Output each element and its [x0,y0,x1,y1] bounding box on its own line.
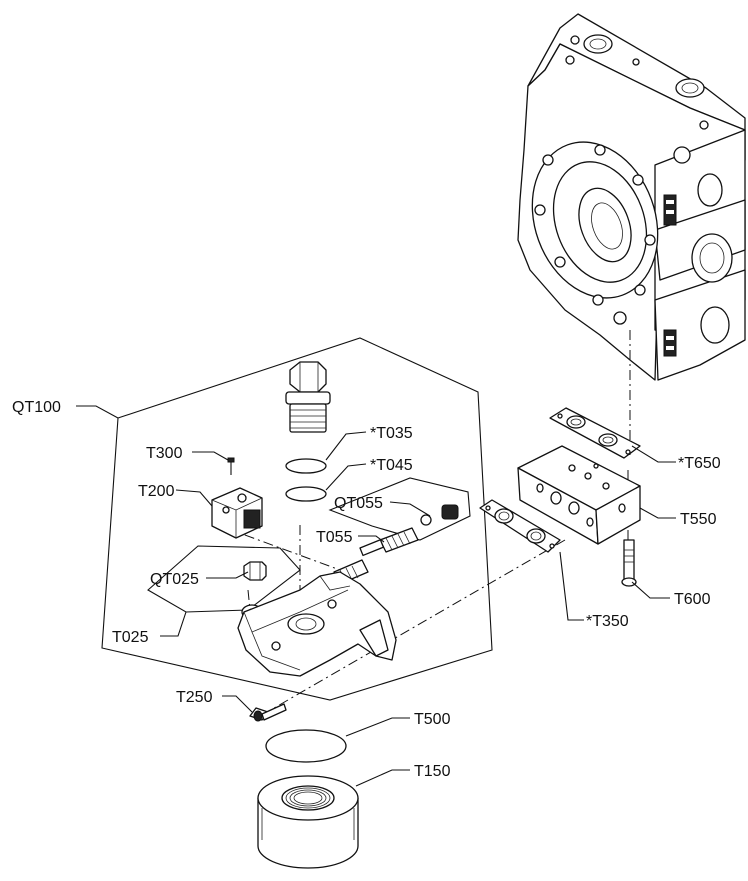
cartridge-valve [285,361,331,433]
label-t055: T055 [316,529,353,546]
qt100-boundary [101,337,493,701]
label-t250: T250 [176,689,213,706]
seal-ring-t500 [265,729,347,763]
gasket-t350 [479,499,561,553]
label-t025: T025 [112,629,149,646]
part-labels: QT100 T300 T200 QT025 T025 *T035 *T045 Q… [12,399,721,780]
label-qt055: QT055 [334,495,383,512]
label-t500: T500 [414,711,451,728]
pump-housing [517,13,746,381]
label-t300: T300 [146,445,183,462]
screw-t300 [227,457,235,475]
qt055-boundary [328,477,471,541]
leader-lines [76,405,676,787]
gasket-t650 [549,407,641,459]
oring-t035 [285,458,327,474]
label-t150: T150 [414,763,451,780]
oring-t045 [285,486,327,502]
plug-qt055 [420,504,459,526]
label-t350: *T350 [586,613,629,630]
solenoid-connector-t200 [211,487,263,539]
valve-manifold-body [237,571,397,677]
label-t650: *T650 [678,455,721,472]
label-qt100: QT100 [12,399,61,416]
label-t600: T600 [674,591,711,608]
screw-t250 [249,703,287,722]
plug-qt025 [243,561,267,581]
label-qt025: QT025 [150,571,199,588]
label-t550: T550 [680,511,717,528]
label-t200: T200 [138,483,175,500]
subplate-block-t550 [517,445,641,545]
bolt-t600 [621,539,637,587]
label-t045: *T045 [370,457,413,474]
label-t035: *T035 [370,425,413,442]
nut-cylinder-t150 [257,775,359,869]
